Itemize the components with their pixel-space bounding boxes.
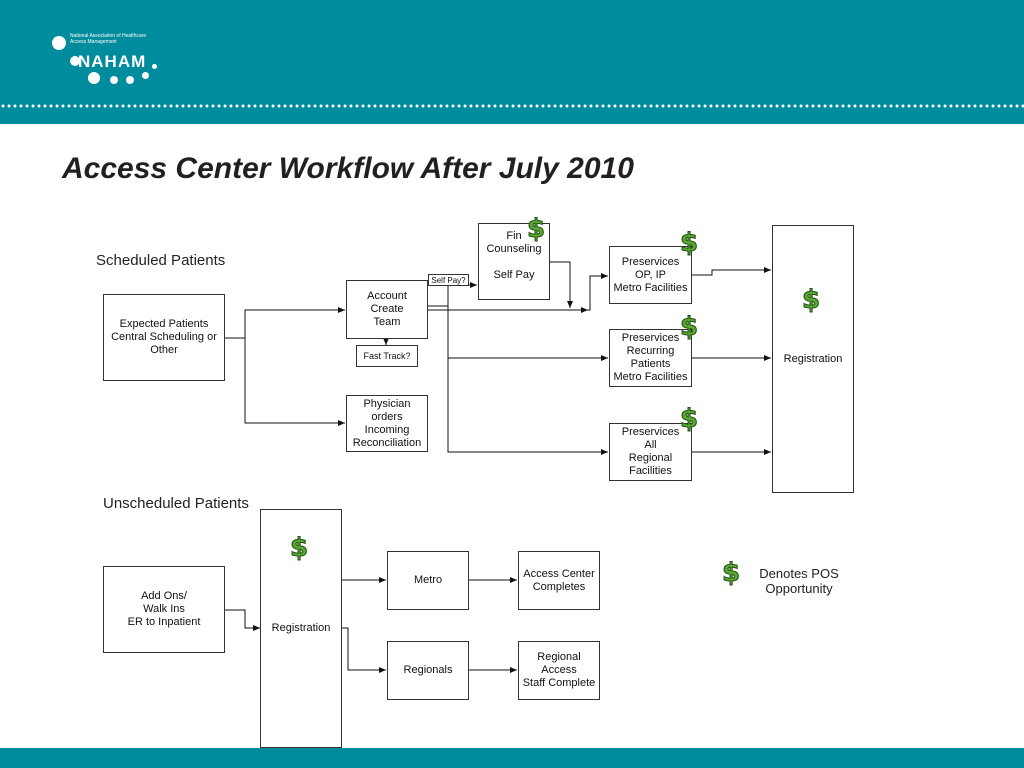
regionals-box: Regionals bbox=[387, 641, 469, 700]
connector bbox=[550, 261, 573, 308]
dollar-icon: $ bbox=[289, 533, 309, 563]
registration-unscheduled-box: Registration bbox=[260, 509, 342, 748]
logo-org-name: National Association of Healthcare Acces… bbox=[70, 33, 147, 45]
dollar-icon: $ bbox=[679, 228, 699, 258]
dollar-icon: $ bbox=[801, 285, 821, 315]
page-title: Access Center Workflow After July 2010 bbox=[62, 152, 634, 185]
expected-patients-box: Expected Patients Central Scheduling or … bbox=[103, 294, 225, 381]
logo-brand: NAHAM bbox=[78, 52, 147, 71]
legend-label: Denotes POS Opportunity bbox=[759, 566, 839, 596]
metro-box: Metro bbox=[387, 551, 469, 610]
preservices-op-ip-box: Preservices OP, IP Metro Facilities bbox=[609, 246, 692, 304]
connector bbox=[225, 609, 260, 631]
logo-bubble bbox=[152, 64, 157, 69]
footer-bar bbox=[0, 748, 1024, 768]
logo-bubble bbox=[142, 72, 149, 79]
header-bar bbox=[0, 0, 1024, 124]
access-center-completes-box: Access Center Completes bbox=[518, 551, 600, 610]
logo-bubble bbox=[110, 76, 118, 84]
scheduled-patients-label: Scheduled Patients bbox=[96, 252, 226, 269]
dollar-icon: $ bbox=[679, 404, 699, 434]
fast-track-box: Fast Track? bbox=[356, 345, 418, 367]
header-dotted-divider bbox=[0, 104, 1024, 108]
dollar-icon: $ bbox=[679, 312, 699, 342]
connector bbox=[447, 306, 608, 361]
connector bbox=[428, 282, 477, 307]
logo-bubble bbox=[70, 56, 80, 66]
add-ons-box: Add Ons/ Walk Ins ER to Inpatient bbox=[103, 566, 225, 653]
preservices-regional-box: Preservices All Regional Facilities bbox=[609, 423, 692, 481]
logo-bubble bbox=[88, 72, 100, 84]
dollar-icon: $ bbox=[526, 214, 546, 244]
connector bbox=[692, 267, 771, 276]
registration-scheduled-box: Registration bbox=[772, 225, 854, 493]
naham-logo: National Association of Healthcare Acces… bbox=[48, 30, 168, 90]
connector bbox=[447, 358, 608, 455]
self-pay-question-box: Self Pay? bbox=[428, 274, 469, 286]
legend-dollar-icon: $ bbox=[721, 558, 741, 588]
account-create-team-box: Account Create Team bbox=[346, 280, 428, 339]
connector bbox=[244, 338, 345, 426]
connector bbox=[342, 627, 386, 673]
fin-counseling-box: Fin Counseling Self Pay bbox=[478, 223, 550, 300]
regional-access-staff-box: Regional Access Staff Complete bbox=[518, 641, 600, 700]
connector bbox=[588, 273, 608, 311]
preservices-recurring-box: Preservices Recurring Patients Metro Fac… bbox=[609, 329, 692, 387]
logo-bubble bbox=[52, 36, 66, 50]
physician-orders-box: Physician orders Incoming Reconciliation bbox=[346, 395, 428, 452]
logo-bubble bbox=[126, 76, 134, 84]
connector bbox=[225, 307, 345, 339]
unscheduled-patients-label: Unscheduled Patients bbox=[103, 495, 249, 512]
